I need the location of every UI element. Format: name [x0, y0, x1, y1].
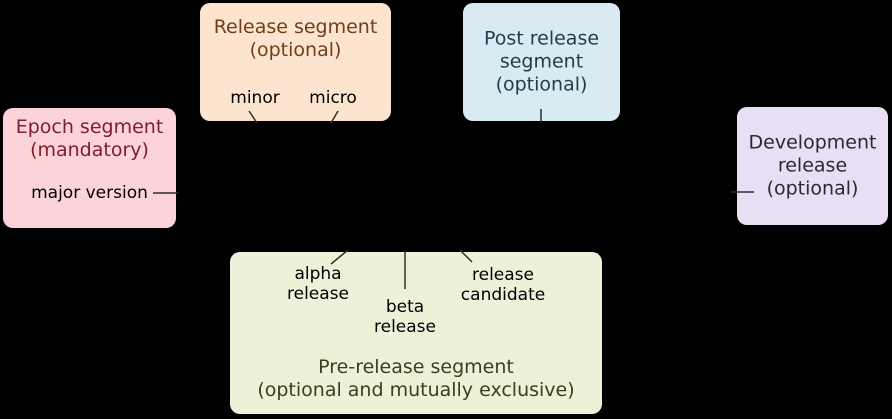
release-segment-title: Release segment (optional) — [213, 16, 378, 61]
alpha-release-label: alpha release — [287, 264, 349, 304]
release-segment-box: Release segment (optional) minor micro — [200, 3, 391, 121]
epoch-segment-title: Epoch segment (mandatory) — [15, 116, 164, 161]
minor-label: minor — [230, 88, 280, 108]
beta-release-label: beta release — [374, 297, 436, 337]
pre-release-segment-box: alpha release beta release release candi… — [230, 252, 602, 414]
release-candidate-label: release candidate — [460, 265, 546, 305]
major-version-label: major version — [31, 183, 148, 203]
micro-label: micro — [309, 88, 357, 108]
post-release-segment-box: Post release segment (optional) — [463, 3, 620, 121]
post-release-segment-title: Post release segment (optional) — [483, 27, 600, 96]
epoch-segment-box: Epoch segment (mandatory) major version — [3, 108, 176, 228]
pre-release-segment-title: Pre-release segment (optional and mutual… — [257, 356, 575, 401]
development-release-title: Development release (optional) — [748, 131, 877, 200]
development-release-box: Development release (optional) — [737, 107, 888, 225]
